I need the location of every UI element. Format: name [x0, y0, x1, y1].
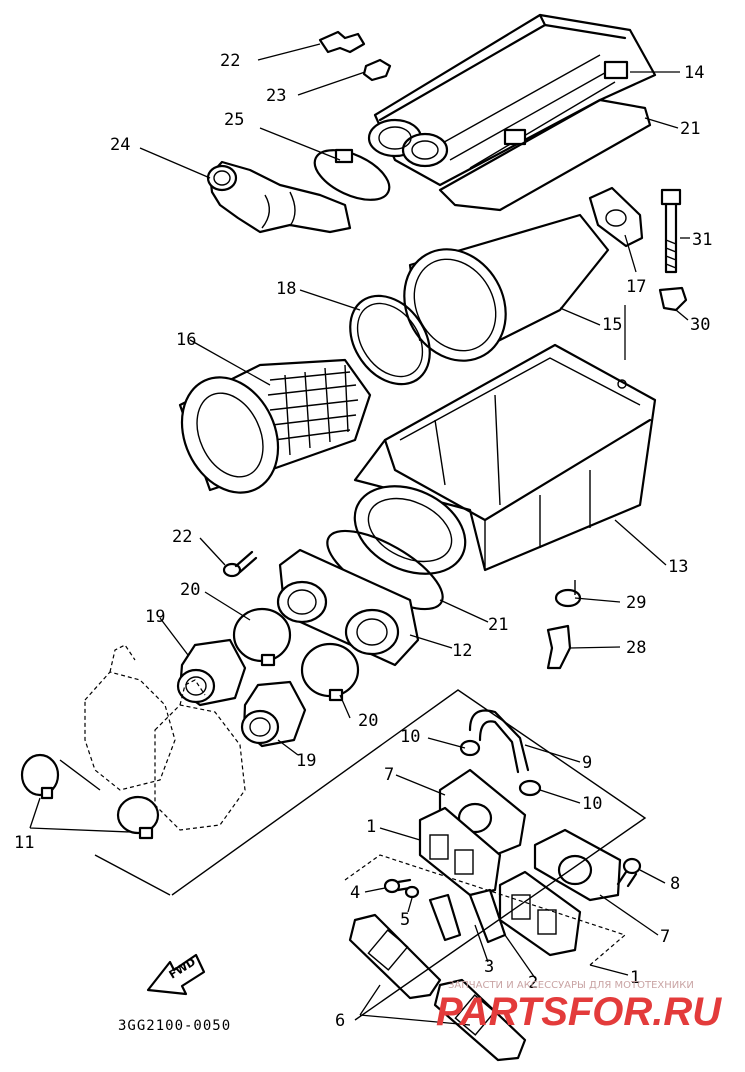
callout-13: 13: [668, 557, 688, 577]
callout-9: 9: [582, 753, 592, 773]
callout-labels: 22 23 25 24 14 21 31 17 30 15 18 16 13 2…: [14, 51, 712, 1031]
part-27-duct-clamp: [313, 148, 391, 201]
part-25-clip: [362, 58, 392, 82]
callout-25: 23: [266, 86, 286, 106]
part-1-reed-valve-upper: [418, 806, 502, 897]
part-20-clamp-lower: [300, 642, 360, 702]
callout-4: 4: [350, 883, 360, 903]
watermark-brand: PARTSFOR.RU: [436, 990, 722, 1034]
part-24-clip: [318, 30, 366, 54]
part-6-gasket-left: [348, 913, 442, 1000]
part-8-bolt: [616, 857, 642, 888]
part-16-filter-cage: [178, 358, 372, 494]
callout-1-lower: 1: [630, 968, 640, 988]
callout-20-lower: 20: [358, 711, 378, 731]
part-10-hose-clamp-lower: [518, 779, 542, 797]
callout-31: 31: [692, 230, 712, 250]
callout-10-lower: 10: [582, 794, 602, 814]
fwd-direction-arrow: FWD: [146, 953, 206, 996]
callout-7-lower: 7: [660, 927, 670, 947]
callout-24: 22: [220, 51, 240, 71]
part-19-boot-upper: [176, 638, 247, 707]
callout-2: 2: [528, 973, 538, 993]
part-18-filter-band: [349, 294, 431, 386]
callout-28: 28: [626, 638, 646, 658]
callout-16: 16: [176, 330, 196, 350]
callout-19-lower: 19: [296, 751, 316, 771]
part-23-cover-seal: [438, 98, 652, 212]
callout-22: 22: [172, 527, 192, 547]
part-11-clamp-left: [20, 753, 60, 800]
carburetor-outline: [84, 644, 246, 831]
callout-17: 17: [626, 277, 646, 297]
part-31-bolt: [660, 188, 682, 274]
part-22-screw: [222, 550, 258, 578]
part-10-hose-clamp-upper: [459, 739, 481, 757]
part-29-clip: [554, 580, 582, 608]
part-4-screw: [383, 878, 412, 894]
part-6-gasket-right: [433, 978, 527, 1062]
part-17-bracket: [588, 186, 644, 248]
callout-15: 15: [602, 315, 622, 335]
callout-1-upper: 1: [366, 817, 376, 837]
callout-3: 3: [484, 957, 494, 977]
part-5-washer: [404, 885, 420, 899]
diagram-code: 3GG2100-0050: [118, 1018, 231, 1034]
assembly-bound-main: [171, 689, 647, 1021]
watermark-tagline: ЗАПЧАСТИ И АКСЕССУАРЫ ДЛЯ МОТОТЕХНИКИ: [448, 980, 694, 991]
part-15-filter-element: [403, 213, 610, 362]
assembly-bound-reed: [344, 854, 627, 966]
part-26-intake-duct: [206, 160, 352, 234]
part-14-airbox-cover: [367, 13, 657, 187]
assembly-bound-carb: [59, 759, 171, 896]
callout-6: 6: [335, 1011, 345, 1031]
callout-7-upper: 7: [384, 765, 394, 785]
part-30-grommet: [658, 286, 688, 312]
callout-27: 25: [224, 110, 244, 130]
part-13-airbox: [353, 343, 657, 575]
part-2-reed-petal: [428, 893, 462, 942]
part-19-boot-lower: [240, 680, 307, 748]
callout-23: 21: [680, 119, 700, 139]
callout-29: 29: [626, 593, 646, 613]
callout-20-upper: 20: [180, 580, 200, 600]
callout-14: 14: [684, 63, 704, 83]
part-7-manifold-upper: [438, 768, 527, 857]
leader-lines: [29, 43, 690, 1026]
callout-30: 30: [690, 315, 710, 335]
callout-11: 11: [14, 833, 34, 853]
callout-8: 8: [670, 874, 680, 894]
callout-10-upper: 10: [400, 727, 420, 747]
callout-19-upper: 19: [145, 607, 165, 627]
part-9-hose: [468, 709, 530, 774]
callout-18: 18: [276, 279, 296, 299]
callout-21: 21: [488, 615, 508, 635]
part-12-joint: [276, 548, 420, 667]
callout-5: 5: [400, 910, 410, 930]
callout-12: 12: [452, 641, 472, 661]
part-20-clamp-upper: [232, 607, 292, 667]
part-11-clamp-right: [116, 795, 160, 840]
callout-26: 24: [110, 135, 130, 155]
part-28-drain-plug: [546, 624, 572, 670]
